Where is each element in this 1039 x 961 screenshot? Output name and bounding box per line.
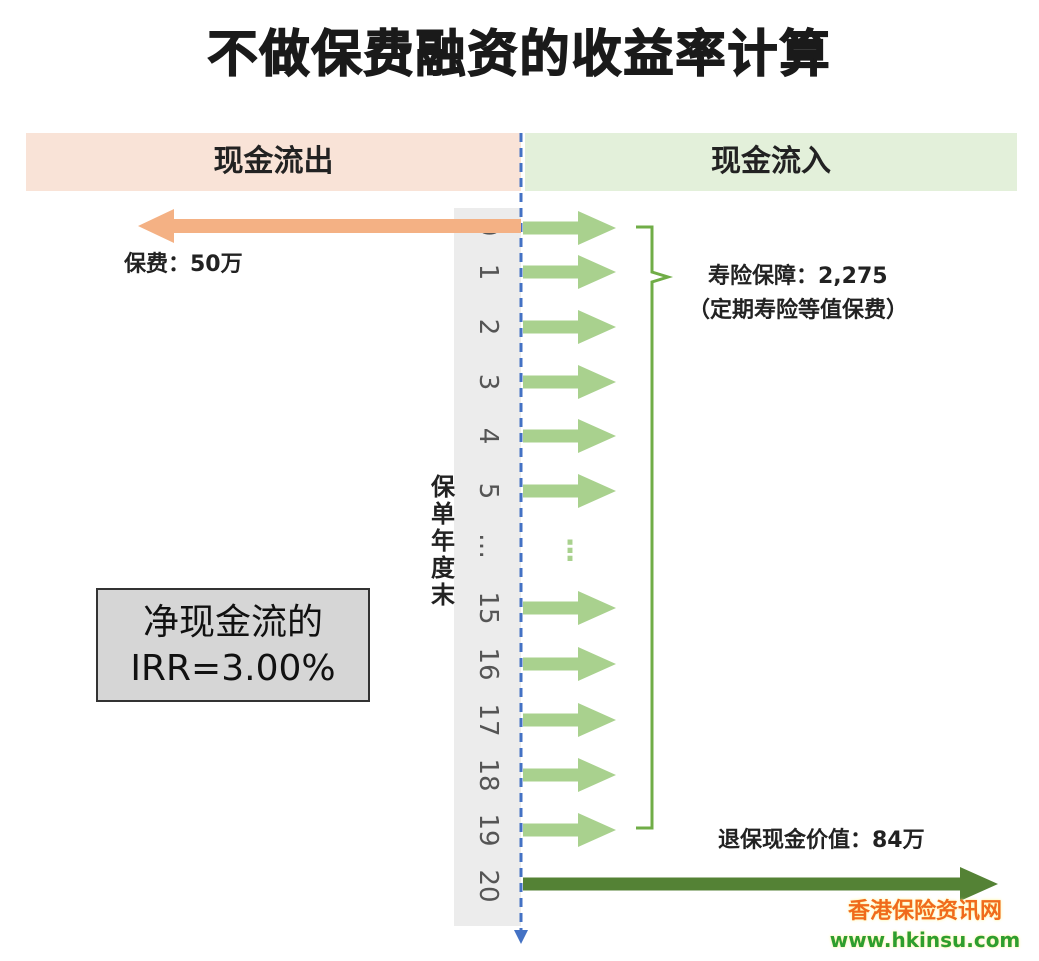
life-cover-note: （定期寿险等值保费） <box>688 298 909 323</box>
surrender-inflow-arrow <box>523 867 998 901</box>
inflow-arrow-year-16 <box>523 647 616 681</box>
watermark-logo: 香港保险资讯网 www.hkinsu.com <box>820 898 1030 954</box>
annual-cover-bracket <box>636 225 674 830</box>
irr-label: 净现金流的 <box>142 602 323 643</box>
inflow-arrow-year-5 <box>523 474 616 508</box>
inflow-arrow-year-18 <box>523 758 616 792</box>
inflow-arrow-year-2 <box>523 310 616 344</box>
page-title: 不做保费融资的收益率计算 <box>207 24 832 84</box>
surrender-value-label: 退保现金价值：84万 <box>718 828 925 853</box>
inflow-arrow-year-1 <box>523 255 616 289</box>
irr-value: IRR=3.00% <box>130 648 336 689</box>
inflow-arrow-year-17 <box>523 703 616 737</box>
inflow-ellipsis: ⋮ <box>556 534 584 567</box>
header-cash-inflow: 现金流入 <box>525 133 1017 191</box>
life-cover-label: 寿险保障：2,275 <box>708 264 888 289</box>
inflow-arrows <box>523 211 616 847</box>
inflow-arrow-year-15 <box>523 591 616 625</box>
inflow-arrow-year-4 <box>523 419 616 453</box>
policy-year-strip <box>454 208 521 926</box>
inflow-arrow-year-3 <box>523 365 616 399</box>
premium-label: 保费：50万 <box>124 252 243 277</box>
watermark-name: 香港保险资讯网 <box>847 899 1002 924</box>
irr-box: 净现金流的 IRR=3.00% <box>96 588 370 702</box>
premium-outflow-arrow <box>138 209 521 243</box>
inflow-arrow-year-0 <box>523 211 616 245</box>
policy-year-axis-label: 保单年度末 <box>431 473 455 609</box>
watermark-url: www.hkinsu.com <box>829 928 1021 952</box>
timeline-axis-arrowhead <box>514 930 528 944</box>
inflow-arrow-year-19 <box>523 813 616 847</box>
header-cash-outflow: 现金流出 <box>26 133 521 191</box>
